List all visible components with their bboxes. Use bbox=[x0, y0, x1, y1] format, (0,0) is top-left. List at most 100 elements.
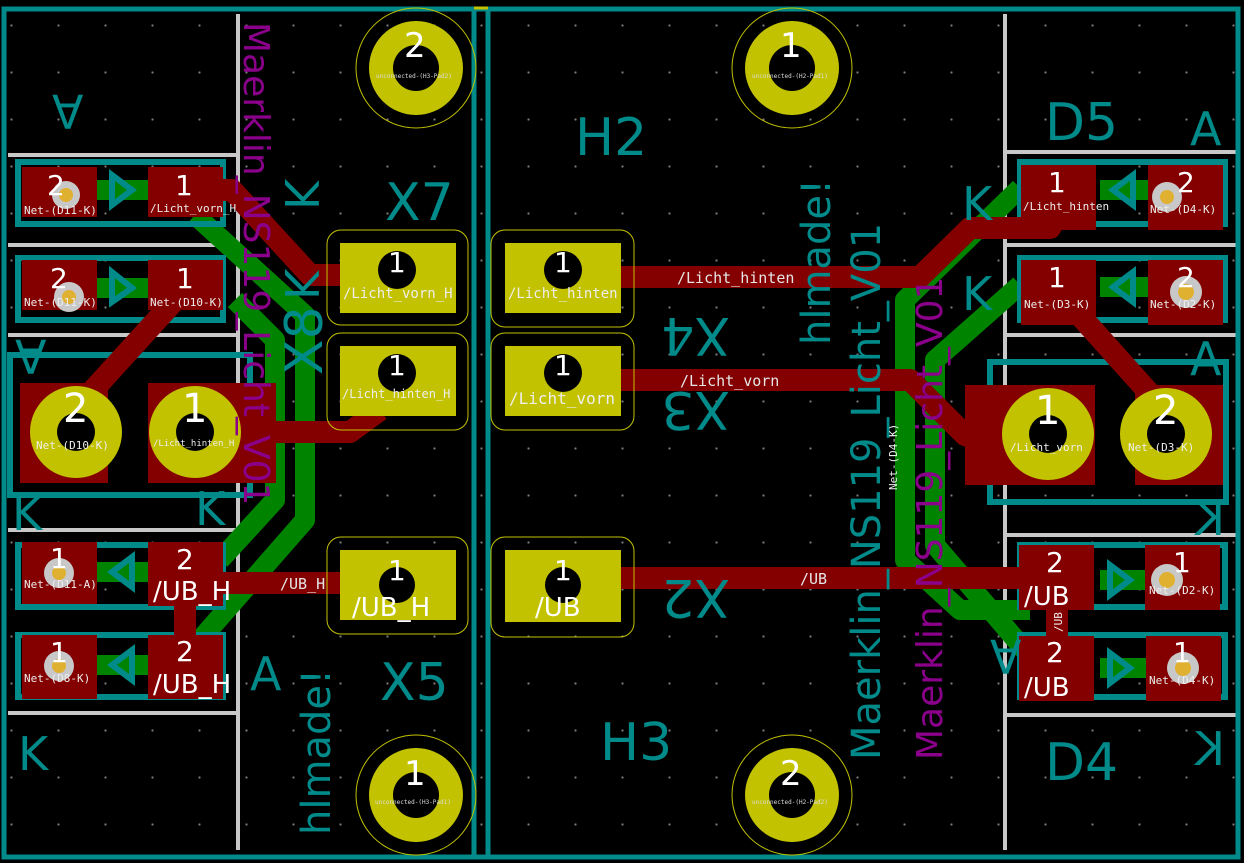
smd-pad[interactable] bbox=[1019, 545, 1094, 610]
smd-pad[interactable] bbox=[148, 167, 223, 217]
pad-net: /Licht_hinten_H bbox=[342, 387, 450, 401]
smd-pad[interactable] bbox=[148, 542, 223, 606]
diode-row: 1 Net-(D11-A) 2 /UB_H bbox=[22, 542, 231, 607]
diode-row: 2 /UB 1 Net-(D4-K) bbox=[1019, 636, 1221, 703]
trace-label: /UB bbox=[800, 570, 827, 588]
via-hole bbox=[1175, 660, 1191, 676]
pad-number: 1 bbox=[50, 636, 68, 669]
pad-net: /Licht_hinten bbox=[1023, 200, 1109, 213]
diode-row: 1 /Licht_hinten 2 Net-(D4-K) bbox=[1021, 165, 1223, 230]
pad-number: 1 bbox=[554, 349, 572, 382]
mounting-hole-h3-pad2[interactable]: 2 unconnected-(H3-Pad2) bbox=[355, 7, 477, 129]
ref-x8: X8 bbox=[275, 306, 335, 375]
cathode-mark: K bbox=[1193, 492, 1225, 546]
pad-number: 1 bbox=[176, 262, 194, 295]
via-hole bbox=[59, 188, 73, 202]
pad-net: Net-(D4-K) bbox=[1150, 203, 1216, 216]
trace-label: /Licht_vorn bbox=[680, 372, 779, 390]
cathode-mark: K bbox=[962, 267, 994, 321]
text-layer: Maerklin_NS119_Licht_V01 hlmade! hlmade!… bbox=[12, 22, 1225, 835]
ref-d5: D5 bbox=[1045, 93, 1118, 153]
pad-net: /Licht_hinten_H bbox=[153, 439, 234, 449]
left-diode-pads: 2 Net-(D11-K) 1 /Licht_vorn_H 2 Net-(D11… bbox=[22, 167, 236, 700]
connector-x5-pad[interactable]: 1 /UB_H bbox=[326, 536, 469, 635]
via-hole bbox=[1159, 572, 1175, 588]
connector-x2-pad[interactable]: 1 /UB bbox=[490, 536, 635, 638]
anode-mark: A bbox=[52, 84, 84, 138]
pad-number: 1 bbox=[1048, 166, 1066, 199]
pad-number: 1 bbox=[388, 554, 406, 587]
connector-x3-pad[interactable]: 1 /Licht_vorn bbox=[490, 332, 635, 431]
diode-row: 2 Net-(D11-K) 1 Net-(D10-K) bbox=[22, 260, 223, 312]
via-hole bbox=[62, 290, 76, 304]
connector-x7-pad[interactable]: 1 /Licht_vorn_H bbox=[326, 229, 469, 326]
cathode-mark: K bbox=[962, 177, 994, 231]
ref-d4: D4 bbox=[1045, 733, 1118, 793]
courtyard-lines bbox=[8, 14, 1236, 850]
pad-number: 1 bbox=[554, 554, 572, 587]
tht-pad[interactable]: 2 Net-(D3-K) bbox=[1120, 388, 1212, 480]
pad-number: 2 bbox=[404, 26, 426, 66]
anode-mark: A bbox=[15, 329, 47, 383]
pad-number: 2 bbox=[50, 262, 68, 295]
pad-number: 2 bbox=[1177, 261, 1195, 294]
pad-number: 1 bbox=[50, 542, 68, 575]
smd-pad[interactable] bbox=[1021, 165, 1096, 230]
pad-net: Net-(D2-K) bbox=[1149, 584, 1215, 597]
smd-pad[interactable] bbox=[148, 635, 223, 699]
anode-mark: A bbox=[1190, 332, 1222, 386]
pad-number: 1 bbox=[388, 349, 406, 382]
pad-net: unconnected-(H3-Pad1) bbox=[375, 799, 451, 806]
pad-net: Net-(D11-A) bbox=[24, 578, 97, 591]
pad-net: Net-(D11-K) bbox=[24, 296, 97, 309]
board-outline bbox=[1, 6, 1241, 860]
pad-net: /UB bbox=[1024, 673, 1070, 703]
pad-number: 2 bbox=[780, 754, 802, 794]
cathode-mark: K bbox=[195, 482, 227, 536]
pad-number: 2 bbox=[176, 635, 194, 668]
connector-x4-pad[interactable]: 1 /Licht_hinten bbox=[490, 229, 635, 328]
anode-mark: A bbox=[990, 629, 1022, 683]
mounting-hole-h2-pad2[interactable]: 2 unconnected-(H2-Pad2) bbox=[731, 734, 853, 856]
tht-pad[interactable]: 1 /Licht_vorn bbox=[1002, 388, 1094, 480]
right-made-text: hlmade! bbox=[794, 179, 840, 345]
via-hole bbox=[52, 659, 66, 673]
tht-pad[interactable]: 1 /Licht_hinten_H bbox=[149, 386, 241, 478]
connector-x8-pad[interactable]: 1 /Licht_hinten_H bbox=[326, 332, 469, 431]
smd-pad[interactable] bbox=[1019, 636, 1094, 701]
pad-net: /UB bbox=[535, 593, 581, 623]
pad-number: 2 bbox=[1046, 636, 1064, 669]
pad-number: 2 bbox=[1177, 166, 1195, 199]
back-project-text: Maerklin_NS119_Licht_V01 bbox=[235, 22, 276, 505]
mounting-hole-h2-pad1[interactable]: 1 unconnected-(H2-Pad1) bbox=[731, 7, 853, 129]
pad-net: Net-(D11-K) bbox=[24, 204, 97, 217]
via-hole bbox=[1178, 284, 1194, 300]
back-trace bbox=[925, 277, 1048, 675]
pad-number: 1 bbox=[1173, 636, 1191, 669]
cathode-mark: K bbox=[18, 727, 50, 781]
anode-mark: A bbox=[250, 647, 282, 701]
pad-number: 2 bbox=[63, 386, 88, 432]
pad-number: 2 bbox=[1046, 546, 1064, 579]
pad-net: /UB bbox=[1024, 582, 1070, 612]
cathode-mark: K bbox=[12, 487, 44, 541]
mounting-hole-h3-pad1[interactable]: 1 unconnected-(H3-Pad1) bbox=[355, 734, 477, 856]
anode-mark: A bbox=[1190, 102, 1222, 156]
smd-pad[interactable] bbox=[148, 260, 223, 310]
trace-label: Net-(D4-K) bbox=[887, 424, 900, 490]
diode-row: 1 Net-(D3-K) 2 Net-(D2-K) bbox=[1021, 260, 1223, 325]
via-hole bbox=[1160, 190, 1174, 204]
right-diode-pads: 1 /Licht_hinten 2 Net-(D4-K) 1 Net-(D3-K… bbox=[1019, 165, 1223, 703]
pad-net: Net-(D8-K) bbox=[24, 672, 90, 685]
pad-number: 2 bbox=[176, 543, 194, 576]
smd-pad[interactable] bbox=[1021, 260, 1096, 325]
tht-pad[interactable]: 2 Net-(D10-K) bbox=[30, 386, 122, 478]
diode-row: 2 /UB 1 Net-(D2-K) bbox=[1019, 545, 1220, 612]
pad-number: 1 bbox=[388, 246, 406, 279]
pad-net: /UB_H bbox=[153, 577, 231, 607]
diode-row: 2 Net-(D11-K) 1 /Licht_vorn_H bbox=[22, 167, 236, 217]
cathode-mark: K bbox=[1193, 722, 1225, 776]
ref-x7: X7 bbox=[385, 173, 454, 233]
